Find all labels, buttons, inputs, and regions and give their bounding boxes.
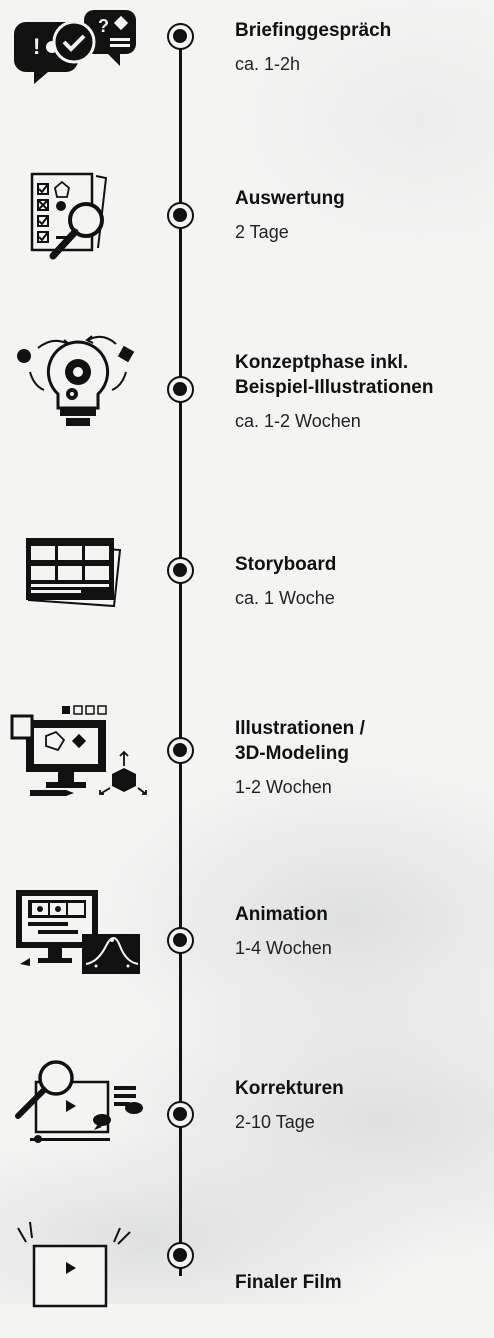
timeline-line xyxy=(179,36,182,1276)
step-duration: ca. 1-2 Wochen xyxy=(235,411,361,431)
step-title: Korrekturen xyxy=(235,1078,344,1099)
checklist-magnifier-icon xyxy=(8,162,148,272)
svg-text:?: ? xyxy=(98,16,109,36)
timeline-dot xyxy=(167,927,194,954)
timeline-dot xyxy=(167,202,194,229)
step-title: Storyboard xyxy=(235,554,337,575)
timeline-step-korrekturen: Korrekturen 2-10 Tage xyxy=(0,1048,494,1168)
timeline-dot xyxy=(167,1242,194,1269)
speech-bubbles-icon: ! ? xyxy=(8,2,148,112)
final-film-icon xyxy=(8,1218,148,1328)
storyboard-icon xyxy=(8,520,148,630)
step-title: Auswertung xyxy=(235,188,345,209)
timeline-step-briefing: ! ? Briefinggespräch ca. 1-2h xyxy=(0,0,494,120)
lightbulb-gear-icon xyxy=(8,328,148,438)
step-title: Finaler Film xyxy=(235,1272,342,1293)
timeline-step-animation: Animation 1-4 Wochen xyxy=(0,878,494,998)
step-title: Illustrationen / 3D-Modeling xyxy=(235,718,365,764)
timeline-dot xyxy=(167,376,194,403)
timeline-step-illustrationen: Illustrationen / 3D-Modeling 1-2 Wochen xyxy=(0,700,494,820)
step-duration: 2 Tage xyxy=(235,222,289,242)
timeline-dot xyxy=(167,1101,194,1128)
timeline-step-auswertung: Auswertung 2 Tage xyxy=(0,162,494,282)
step-title: Konzeptphase inkl. Beispiel-Illustration… xyxy=(235,352,434,398)
step-duration: 2-10 Tage xyxy=(235,1112,315,1132)
timeline-dot xyxy=(167,737,194,764)
step-title: Animation xyxy=(235,904,328,925)
step-duration: 1-2 Wochen xyxy=(235,777,332,797)
timeline-step-konzeptphase: Konzeptphase inkl. Beispiel-Illustration… xyxy=(0,328,494,448)
monitor-3d-modeling-icon xyxy=(8,700,148,810)
step-duration: 1-4 Wochen xyxy=(235,938,332,958)
step-duration: ca. 1-2h xyxy=(235,54,301,74)
video-review-icon xyxy=(8,1048,148,1158)
timeline-step-finaler-film: Finaler Film xyxy=(0,1218,494,1338)
timeline-dot xyxy=(167,557,194,584)
step-duration: ca. 1 Woche xyxy=(235,588,335,608)
step-title: Briefinggespräch xyxy=(235,20,392,41)
timeline-dot xyxy=(167,23,194,50)
animation-monitor-icon xyxy=(8,878,148,988)
svg-text:!: ! xyxy=(33,34,40,59)
timeline-step-storyboard: Storyboard ca. 1 Woche xyxy=(0,520,494,640)
